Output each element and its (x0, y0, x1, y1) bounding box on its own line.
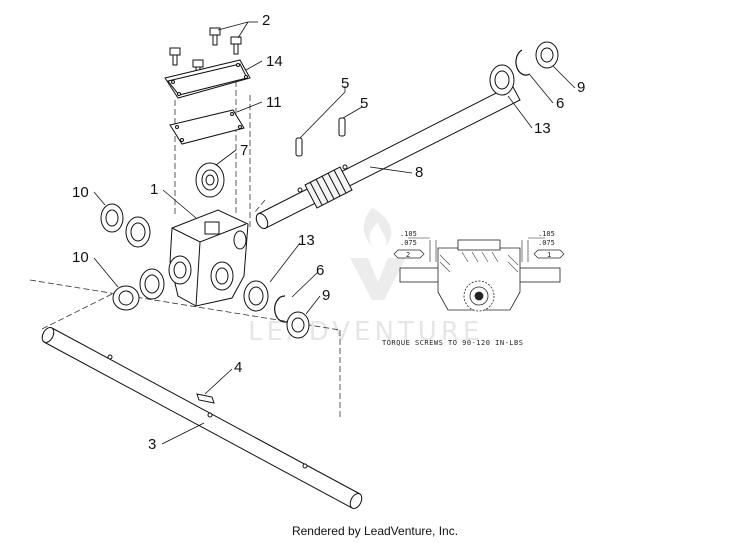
callout-1: 1 (150, 181, 158, 198)
part-3-shaft (41, 327, 363, 509)
part-14-cover (164, 59, 251, 99)
callout-5-right: 5 (360, 95, 368, 112)
callout-6-lower: 6 (316, 262, 324, 279)
callout-7: 7 (240, 142, 248, 159)
callout-9-lower: 9 (322, 287, 330, 304)
part-6-retaining-ring-lower (274, 295, 291, 323)
footer-credit: Rendered by LeadVenture, Inc. (291, 524, 459, 538)
part-1-gear-housing (168, 209, 249, 307)
callout-5-left: 5 (341, 75, 349, 92)
callout-13-right: 13 (298, 232, 315, 249)
bolt (169, 47, 181, 66)
part-13-bearing-right (243, 280, 269, 312)
callout-10-upper: 10 (72, 184, 89, 201)
detail-gear (463, 280, 495, 312)
callout-4: 4 (234, 359, 242, 376)
dim-left-bottom: .075 (400, 239, 417, 247)
callout-6-top: 6 (556, 95, 564, 112)
callout-13-top: 13 (534, 120, 551, 137)
callout-8: 8 (415, 164, 423, 181)
callout-10-lower: 10 (72, 249, 89, 266)
worm-gear (304, 166, 353, 209)
detail-tag-right-label: 1 (547, 251, 551, 259)
part-13-bearing-top (489, 64, 515, 96)
watermark: LEADVENTURE (248, 208, 479, 347)
part-13-bearing-upper-left (125, 216, 151, 248)
part-8-worm-shaft (255, 84, 521, 229)
callout-11: 11 (266, 94, 282, 111)
callout-3: 3 (148, 436, 156, 453)
part-9-seal-top (535, 41, 559, 69)
detail-dimension-lines (408, 237, 545, 262)
detail-tag-left-label: 2 (406, 251, 410, 259)
bolt (230, 36, 242, 55)
dim-left-top: .105 (400, 230, 417, 238)
part-11-gasket (169, 109, 245, 145)
detail-housing (437, 239, 521, 311)
watermark-v-icon (350, 258, 406, 300)
detail-hatching (439, 251, 519, 273)
part-6-retaining-ring-top (515, 49, 531, 76)
detail-tag-left: 2 (393, 249, 425, 259)
bolt (209, 27, 221, 46)
callout-9-top: 9 (577, 79, 585, 96)
detail-tag-right: 1 (533, 249, 565, 259)
part-10-seal-lower (112, 285, 140, 311)
torque-note: TORQUE SCREWS TO 90-120 IN-LBS (382, 339, 523, 347)
leader-lines (93, 21, 576, 445)
callout-2: 2 (262, 12, 270, 29)
part-9-seal-lower (286, 311, 310, 339)
part-13-bearing-lower-left (139, 268, 165, 300)
detail-cross-section: 2 1 .105 .075 .105 .075 TORQUE SCREWS TO… (382, 230, 565, 347)
part-4-key (196, 393, 215, 404)
part-7-bearing (195, 162, 225, 198)
dim-right-top: .105 (538, 230, 555, 238)
callout-14: 14 (266, 53, 283, 70)
watermark-flame-icon (363, 208, 392, 246)
part-5-roll-pins (295, 117, 346, 157)
part-10-seal-upper (100, 203, 124, 233)
dim-right-bottom: .075 (538, 239, 555, 247)
